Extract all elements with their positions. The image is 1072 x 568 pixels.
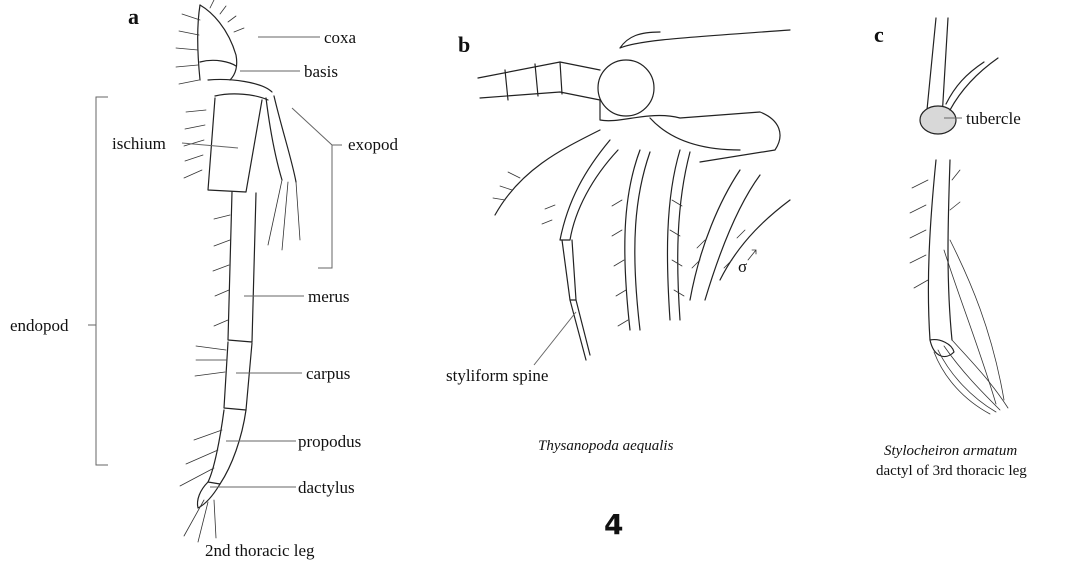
label-exopod: exopod	[348, 135, 399, 154]
label-styliform-spine: styliform spine	[446, 366, 548, 385]
dactyl-drawing	[910, 18, 1008, 414]
label-carpus: carpus	[306, 364, 350, 383]
endopod-bracket	[88, 97, 108, 465]
thoracic-leg-drawing	[176, 0, 300, 542]
label-basis: basis	[304, 62, 338, 81]
panel-c-letter: c	[874, 22, 884, 47]
caption-dactyl: dactyl of 3rd thoracic leg	[876, 463, 1027, 479]
label-propodus: propodus	[298, 432, 361, 451]
panel-c: c tubercle Stylocheiron armatum	[874, 18, 1027, 479]
label-endopod: endopod	[10, 316, 69, 335]
male-arrow-icon	[748, 250, 756, 260]
exopod-bracket	[292, 108, 342, 268]
caption-2nd-thoracic-leg: 2nd thoracic leg	[205, 541, 315, 560]
figure-number: 4	[604, 508, 623, 541]
panel-b: b styliform spine σ Thysanopoda a	[446, 30, 790, 454]
label-ischium: ischium	[112, 134, 166, 153]
species-stylocheiron: Stylocheiron armatum	[884, 443, 1017, 459]
label-dactylus: dactylus	[298, 478, 355, 497]
krill-leg-drawing	[478, 30, 790, 360]
panel-a: a	[10, 0, 399, 560]
species-thysanopoda: Thysanopoda aequalis	[538, 438, 674, 454]
label-tubercle: tubercle	[966, 109, 1021, 128]
male-sex-symbol: σ	[738, 257, 747, 276]
label-merus: merus	[308, 287, 350, 306]
panel-b-letter: b	[458, 32, 470, 57]
tubercle	[920, 106, 956, 134]
label-coxa: coxa	[324, 28, 357, 47]
panel-a-letter: a	[128, 4, 139, 29]
